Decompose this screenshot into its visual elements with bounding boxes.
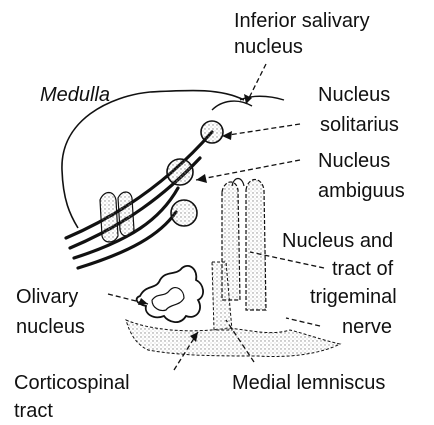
label-inferior-salivary-line2: nucleus [234,34,303,60]
nucleus-solitarius-circle [201,121,223,143]
medulla-dorsal-edge [150,90,244,100]
label-olivary-line2: nucleus [16,314,85,340]
corticospinal-tract-region [126,320,340,357]
label-corticospinal-line2: tract [14,398,53,424]
label-trigeminal-line2: tract of [332,256,393,282]
leader-ambiguus [196,160,300,180]
nerve-rootlets [66,132,212,268]
label-medial-lemniscus: Medial lemniscus [232,370,385,396]
nuclei [167,121,223,226]
label-corticospinal-line1: Corticospinal [14,370,130,396]
label-trigeminal-line3: trigeminal [310,284,397,310]
leader-nerve [286,318,320,326]
nucleus-trigeminal-circle [171,200,197,226]
label-medulla: Medulla [40,82,110,108]
nucleus-ambiguus-circle [167,159,193,185]
label-nucleus-solitarius-line2: solitarius [320,112,399,138]
label-olivary-line1: Olivary [16,284,78,310]
olivary-nucleus-shape [137,266,203,322]
label-inferior-salivary-line1: Inferior salivary [234,8,370,34]
label-trigeminal-line1: Nucleus and [282,228,393,254]
rootlet-bundle [100,192,134,242]
label-nucleus-solitarius-line1: Nucleus [318,82,390,108]
label-nucleus-ambiguus-line1: Nucleus [318,148,390,174]
label-nucleus-ambiguus-line2: ambiguus [318,178,405,204]
label-trigeminal-line4: nerve [342,314,392,340]
leader-solitarius [222,124,300,136]
